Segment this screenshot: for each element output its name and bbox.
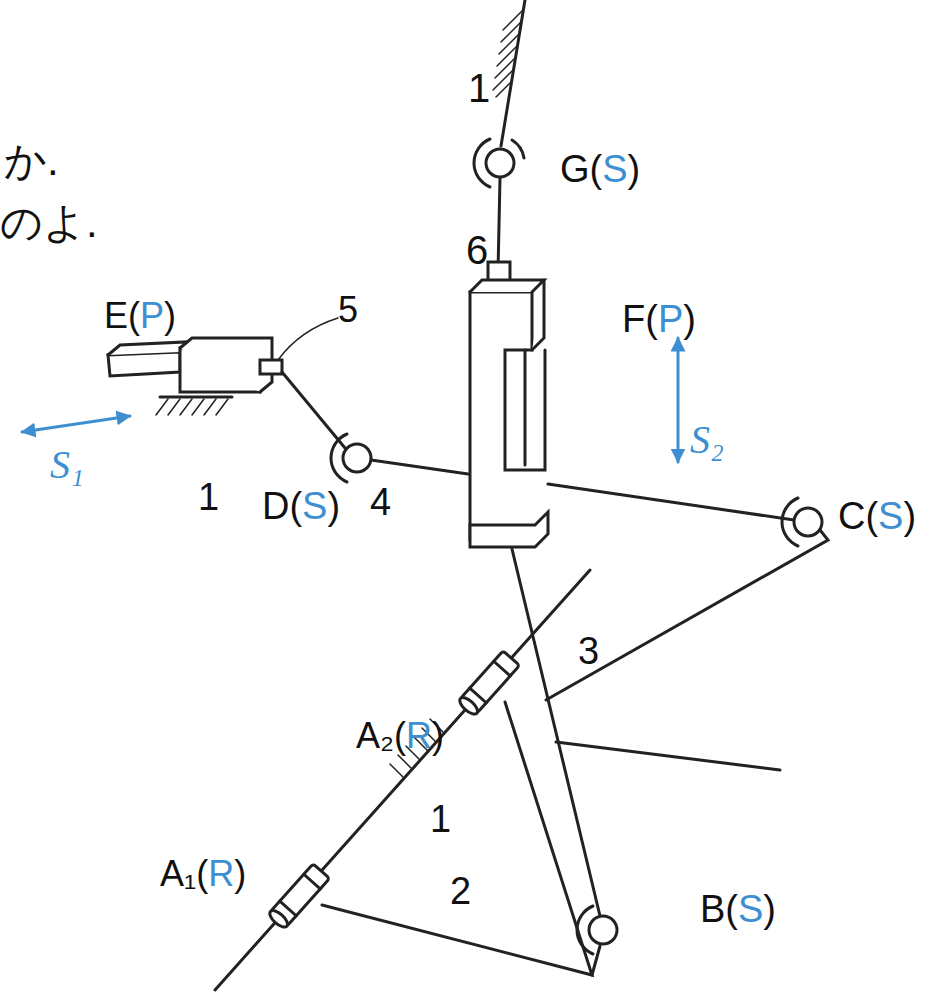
- joint-type: R: [208, 853, 234, 894]
- joint-label: G(S): [560, 150, 640, 188]
- joint-type: S: [738, 888, 763, 930]
- part-number: 1: [430, 800, 451, 838]
- revolute-joint: [267, 864, 329, 930]
- joint-name: B(: [700, 888, 738, 930]
- joint-name: A₁(: [160, 853, 208, 894]
- joint-name: ): [164, 295, 176, 336]
- joint-name: ): [763, 888, 776, 930]
- displacement-label: S₂: [690, 420, 724, 460]
- joint-label: E(P): [104, 298, 176, 334]
- part-number: 6: [466, 230, 488, 270]
- joint-label: D(S): [262, 487, 340, 525]
- link-4: [371, 460, 468, 474]
- joint-name: C(: [838, 495, 878, 537]
- ground-link: [501, 0, 525, 146]
- joint-type: R: [406, 715, 432, 756]
- prismatic-joint: [470, 262, 548, 547]
- joint-name: D(: [262, 485, 302, 527]
- ground-line: [160, 396, 232, 399]
- link-4: [548, 484, 794, 520]
- joint-type: P: [140, 295, 164, 336]
- joint-label: B(S): [700, 890, 776, 928]
- spherical-joint: [782, 498, 822, 546]
- joint-name: ): [903, 495, 916, 537]
- joint-label: A₂(R): [356, 718, 444, 754]
- displacement-label: S₁: [50, 445, 84, 485]
- joint-type: S: [302, 485, 327, 527]
- leader-line: [278, 318, 338, 360]
- motion-arrow: [677, 338, 680, 462]
- motion-arrow: [22, 416, 130, 432]
- part-number: 4: [370, 483, 391, 521]
- link-6: [498, 178, 500, 272]
- part-number: 1: [198, 478, 219, 516]
- joint-name: G(: [560, 148, 602, 190]
- link-3: [556, 742, 780, 770]
- joint-name: ): [683, 298, 696, 340]
- link-2: [322, 702, 592, 975]
- joint-name: ): [234, 853, 246, 894]
- ground-hatch: [156, 399, 228, 415]
- joint-name: ): [628, 148, 641, 190]
- joint-type: S: [602, 148, 627, 190]
- joint-type: S: [878, 495, 903, 537]
- link-3: [546, 530, 828, 700]
- prismatic-joint: [108, 338, 282, 392]
- page-text: のよ.: [0, 202, 98, 244]
- joint-label: C(S): [838, 497, 916, 535]
- spherical-joint: [331, 434, 371, 482]
- page-text: か.: [4, 140, 59, 182]
- joint-label: A₁(R): [160, 856, 246, 892]
- part-number: 2: [450, 872, 471, 910]
- joint-name: ): [327, 485, 340, 527]
- joint-type: P: [658, 298, 683, 340]
- part-number: 5: [338, 292, 358, 328]
- part-number: 1: [468, 68, 490, 108]
- link-5: [282, 372, 345, 448]
- revolute-joint: [457, 651, 519, 717]
- spherical-joint: [577, 906, 617, 954]
- joint-name: E(: [104, 295, 140, 336]
- part-number: 3: [578, 632, 599, 670]
- ground-hatch: [493, 10, 523, 97]
- link-2: [592, 946, 600, 975]
- joint-label: F(P): [622, 300, 696, 338]
- joint-name: ): [432, 715, 444, 756]
- spherical-joint: [474, 139, 524, 187]
- joint-name: A₂(: [356, 715, 406, 756]
- joint-name: F(: [622, 298, 658, 340]
